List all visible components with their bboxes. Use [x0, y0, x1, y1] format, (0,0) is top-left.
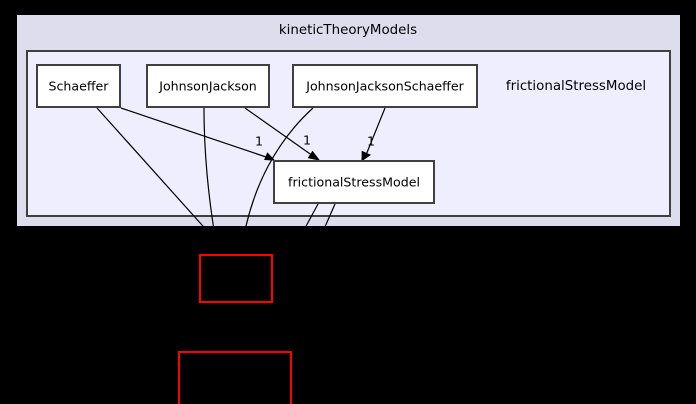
- node-johnsonjacksonschaeffer-label: JohnsonJacksonSchaeffer: [305, 79, 464, 94]
- node-johnsonjackson-label: JohnsonJackson: [158, 79, 257, 94]
- edge-frictionalstressmodel-to-offscreen-2-b: [312, 203, 336, 255]
- node-offscreen-2[interactable]: [178, 351, 292, 404]
- edge-count-label-1: 1: [255, 134, 263, 149]
- edge-schaeffer-to-offscreen-1: [96, 107, 229, 255]
- edge-johnsonjackson-to-frictionalstressmodel: [244, 107, 314, 157]
- cluster-kinetic-theory-models-label: kineticTheoryModels: [279, 23, 417, 38]
- arrowhead-johnsonjacksonschaeffer-to-frictionalstressmodel: [361, 150, 372, 162]
- edge-count-label-2: 1: [303, 133, 311, 148]
- node-johnsonjackson[interactable]: JohnsonJackson: [146, 64, 270, 108]
- arrowhead-schaeffer-to-frictionalstressmodel: [264, 152, 276, 161]
- node-offscreen-1[interactable]: [199, 254, 273, 303]
- node-frictionalstressmodel[interactable]: frictionalStressModel: [273, 160, 435, 204]
- edge-frictionalstressmodel-to-offscreen-2-a: [290, 203, 319, 255]
- edge-schaeffer-to-frictionalstressmodel: [120, 107, 267, 158]
- edge-johnsonjacksonschaeffer-to-offscreen-2: [240, 107, 314, 255]
- node-johnsonjackson-box[interactable]: [146, 64, 270, 108]
- node-frictionalstressmodel-label: frictionalStressModel: [288, 175, 420, 190]
- edge-group: [96, 107, 386, 255]
- node-johnsonjacksonschaeffer[interactable]: JohnsonJacksonSchaeffer: [292, 64, 478, 108]
- node-johnsonjacksonschaeffer-box[interactable]: [292, 64, 478, 108]
- node-offscreen-1-box[interactable]: [199, 254, 273, 303]
- node-schaeffer-box[interactable]: [36, 64, 121, 108]
- node-offscreen-2-box[interactable]: [178, 351, 292, 404]
- node-schaeffer[interactable]: Schaeffer: [36, 64, 121, 108]
- arrowhead-johnsonjackson-to-frictionalstressmodel: [307, 150, 321, 161]
- node-frictionalstressmodel-box[interactable]: [273, 160, 435, 204]
- edge-count-label-3: 1: [367, 134, 375, 149]
- edge-johnsonjackson-to-offscreen-2: [203, 107, 219, 255]
- cluster-frictional-stress-model-label: frictionalStressModel: [506, 79, 646, 94]
- edge-johnsonjacksonschaeffer-to-frictionalstressmodel: [365, 107, 386, 156]
- node-schaeffer-label: Schaeffer: [49, 79, 110, 94]
